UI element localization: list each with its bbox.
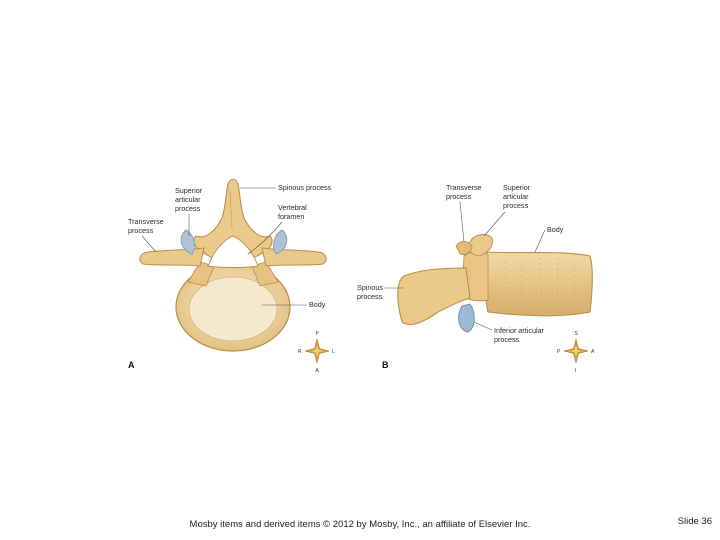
panel-a-letter: A xyxy=(128,360,135,370)
compass-b-top: S xyxy=(575,331,579,337)
panel-b-letter: B xyxy=(382,360,389,370)
slide-number: Slide 36 xyxy=(677,516,712,527)
leader-b-inferior-articular xyxy=(473,321,493,331)
compass-b-bottom: I xyxy=(575,368,576,374)
body-texture xyxy=(504,257,576,311)
compass-a-top: P xyxy=(316,331,320,337)
superior-articular-facet-right xyxy=(273,229,288,255)
superior-articular-facet-left xyxy=(180,229,195,255)
arch-shading xyxy=(229,189,233,229)
leader-b-superior-articular xyxy=(483,211,506,237)
leader-a-vertebral-foramen xyxy=(247,221,283,255)
body-cancellous-bone xyxy=(188,276,278,342)
leader-a-transverse xyxy=(141,235,157,253)
compass-a-bottom: A xyxy=(316,368,320,374)
lateral-spinous-process xyxy=(397,267,471,325)
compass-b-left: P xyxy=(557,349,561,355)
label-a-spinous-process: Spinous process xyxy=(278,183,332,192)
compass-b-right: A xyxy=(591,349,595,355)
transverse-process-right xyxy=(261,247,327,267)
vertebral-foramen xyxy=(207,235,259,268)
label-b-body: Body xyxy=(547,225,564,234)
transverse-process-left xyxy=(139,247,205,267)
lateral-transverse-process xyxy=(455,241,473,255)
label-a-body: Body xyxy=(309,300,326,309)
compass-rose-b: S I P A xyxy=(557,331,595,374)
compass-a-left: R xyxy=(298,349,302,355)
compass-a-right: L xyxy=(332,349,335,355)
leader-b-body xyxy=(534,229,546,253)
lateral-vertebral-body xyxy=(484,251,593,317)
leader-b-transverse xyxy=(459,201,465,243)
inferior-articular-facet xyxy=(458,303,475,333)
compass-rose-a: P A R L xyxy=(298,331,335,374)
copyright-footer: Mosby items and derived items © 2012 by … xyxy=(189,519,531,530)
